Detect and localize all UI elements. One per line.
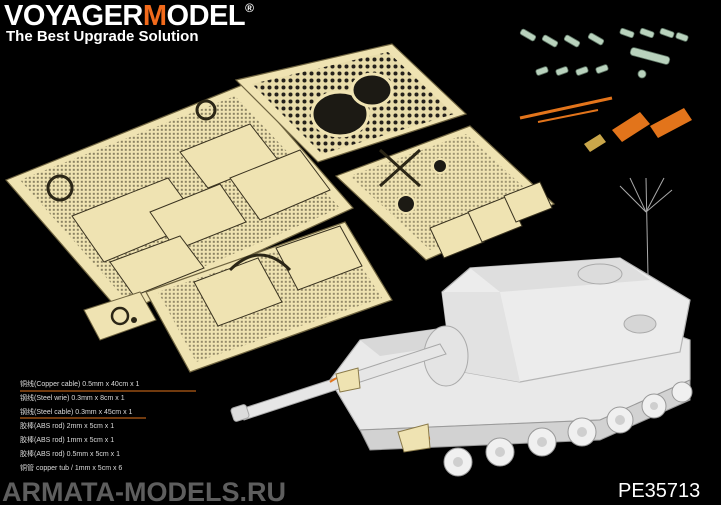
resin-parts xyxy=(519,96,692,152)
pe-sheet-mesh xyxy=(234,43,468,163)
brand-slogan: The Best Upgrade Solution xyxy=(6,28,199,45)
product-code: PE35713 xyxy=(618,480,701,502)
spec-item: 铜线(Copper cable) 0.5mm x 40cm x 1 xyxy=(20,381,140,388)
pe-sheet-lower xyxy=(145,221,393,373)
pe-sheet-small xyxy=(83,291,157,341)
pe-sheet-large xyxy=(4,83,354,315)
spec-item: 胶棒(ABS rod) 2mm x 5cm x 1 xyxy=(20,423,115,430)
brand-logo: VOYAGERMODEL® xyxy=(4,0,254,32)
brand-prefix: VOYAGER xyxy=(4,0,143,32)
spec-item: 钢线(Steel wrie) 0.3mm x 8cm x 1 xyxy=(20,395,125,402)
spec-item: 铜管 copper tub / 1mm x 5cm x 6 xyxy=(20,465,123,472)
brand-suffix: ODEL xyxy=(166,0,246,32)
registered-mark: ® xyxy=(245,1,254,15)
spec-item: 钢线(Steel cable) 0.3mm x 45cm x 1 xyxy=(20,409,133,416)
pe-sheet-right xyxy=(334,125,556,261)
spec-item: 胶棒(ABS rod) 0.5mm x 5cm x 1 xyxy=(20,451,120,458)
antenna xyxy=(619,177,673,277)
metal-parts xyxy=(519,27,689,79)
spec-item: 胶棒(ABS rod) 1mm x 5cm x 1 xyxy=(20,437,115,444)
watermark-text: ARMATA-MODELS.RU xyxy=(2,477,286,505)
brand-accent: M xyxy=(142,0,167,32)
tank-model xyxy=(230,257,693,477)
